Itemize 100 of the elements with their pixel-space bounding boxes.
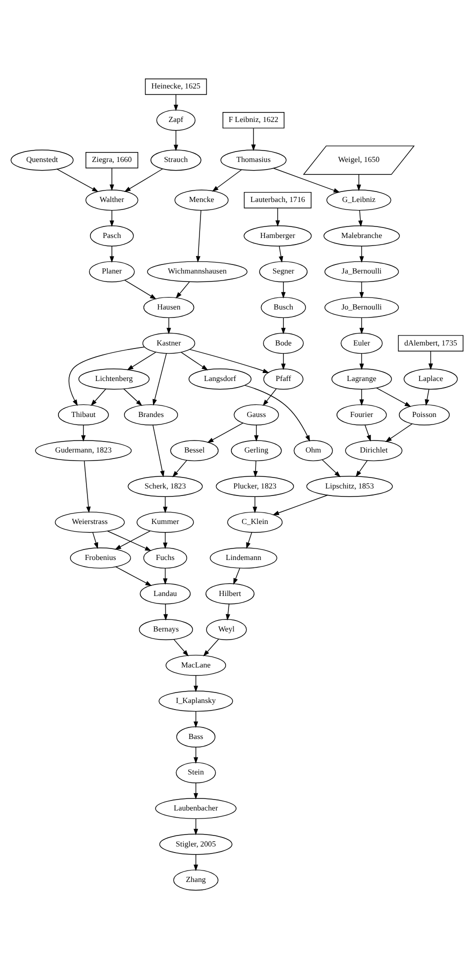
node-ellipse: Quenstedt [10, 149, 74, 170]
node-ellipse: MacLane [166, 654, 226, 676]
node-ellipse: G_Leibniz [326, 189, 392, 210]
arrow [81, 424, 86, 442]
arrow [359, 388, 364, 406]
node-box: Ziegra, 1660 [86, 152, 138, 168]
arrow [273, 167, 340, 192]
arrow [163, 567, 168, 584]
node-ellipse: Gudermann, 1823 [35, 440, 132, 461]
arrow [163, 603, 168, 620]
arrow [123, 388, 142, 406]
arrow [110, 209, 114, 226]
arrow [194, 782, 198, 799]
node-ellipse: Poisson [398, 404, 450, 425]
node-ellipse: Gerling [230, 440, 282, 461]
node-ellipse: Thibaut [58, 404, 109, 425]
arrow [107, 530, 152, 551]
arrow [428, 350, 433, 370]
arrow [281, 280, 286, 298]
node-ellipse: Busch [260, 296, 306, 318]
node-ellipse: Lipschitz, 1853 [306, 475, 393, 496]
arrow [194, 854, 198, 871]
node-ellipse: Weyl [206, 618, 247, 640]
arrow [115, 566, 152, 586]
node-ellipse: Segner [259, 260, 308, 282]
node-ellipse: Euler [340, 332, 383, 354]
node-ellipse: Mencke [174, 189, 229, 210]
node-ellipse: Walther [86, 189, 138, 210]
node-ellipse: Bass [176, 726, 216, 747]
node-ellipse: Bode [263, 332, 304, 354]
node-ellipse: Frobenius [70, 546, 131, 568]
node-ellipse: Fourier [336, 404, 387, 425]
node-ellipse: Stigler, 2005 [159, 833, 232, 854]
node-ellipse: Lichtenberg [78, 368, 150, 390]
arrow [359, 280, 364, 298]
node-ellipse: Malebranche [324, 224, 400, 246]
node-ellipse: Ja_Bernoulli [324, 260, 399, 282]
arrow [152, 424, 164, 477]
arrow [194, 710, 198, 728]
node-ellipse: Bernays [138, 618, 193, 640]
arrow [226, 603, 230, 620]
arrow [254, 424, 259, 442]
node-box: Lauterbach, 1716 [244, 191, 312, 208]
arrow [84, 460, 91, 513]
node-ellipse: Planer [89, 260, 135, 282]
arrow [173, 638, 189, 656]
node-ellipse: Dirichlet [345, 440, 402, 461]
arrow [166, 316, 172, 334]
arrow [203, 638, 220, 656]
node-ellipse: Stein [176, 762, 216, 783]
arrow [212, 168, 242, 192]
arrow [275, 207, 280, 226]
arrow [364, 424, 371, 442]
arrow [376, 387, 412, 406]
arrow [424, 388, 430, 406]
node-ellipse: Jo_Bernoulli [324, 296, 399, 318]
arrow [278, 245, 284, 262]
arrow [281, 352, 286, 370]
node-ellipse: Lagrange [331, 368, 392, 390]
node-ellipse: Laplace [404, 368, 458, 390]
node-box: Heinecke, 1625 [144, 78, 207, 94]
node-ellipse: Hilbert [206, 582, 254, 604]
node-ellipse: Zapf [156, 109, 196, 130]
arrow [92, 531, 98, 548]
node-ellipse: I_Kaplansky [158, 690, 234, 712]
arrow [110, 245, 114, 262]
arrow [110, 167, 114, 190]
arrow [114, 530, 151, 550]
arrow [359, 316, 364, 334]
arrow [251, 128, 256, 150]
node-ellipse: Kastner [142, 332, 196, 354]
arrow [246, 531, 252, 548]
arrow [163, 531, 168, 548]
arrow [172, 459, 188, 477]
node-ellipse: Landau [140, 582, 191, 604]
node-ellipse: Laubenbacher [155, 798, 236, 819]
arrow [253, 460, 258, 477]
arrow [174, 130, 178, 151]
node-ellipse: Zhang [173, 869, 218, 890]
arrow [68, 346, 145, 406]
node-ellipse: Kummer [136, 511, 194, 532]
arrow [174, 94, 178, 111]
arrow [244, 384, 310, 442]
arrow [359, 245, 364, 262]
node-ellipse: Ohm [294, 440, 333, 461]
node-ellipse: Plucker, 1823 [216, 475, 294, 496]
node-ellipse: Lindemann [210, 546, 278, 568]
arrow [180, 351, 208, 370]
arrow [207, 422, 244, 442]
arrow [124, 168, 163, 192]
arrow [196, 209, 202, 262]
arrow [281, 316, 286, 334]
node-box: F Leibniz, 1622 [222, 112, 284, 128]
node-ellipse: Strauch [150, 149, 202, 170]
arrow [126, 351, 156, 370]
node-ellipse: Pasch [90, 224, 134, 246]
node-ellipse: Scherk, 1823 [128, 475, 203, 496]
node-ellipse: Hamberger [244, 224, 312, 246]
arrow [194, 818, 198, 835]
node-ellipse: Thomasius [220, 149, 287, 170]
